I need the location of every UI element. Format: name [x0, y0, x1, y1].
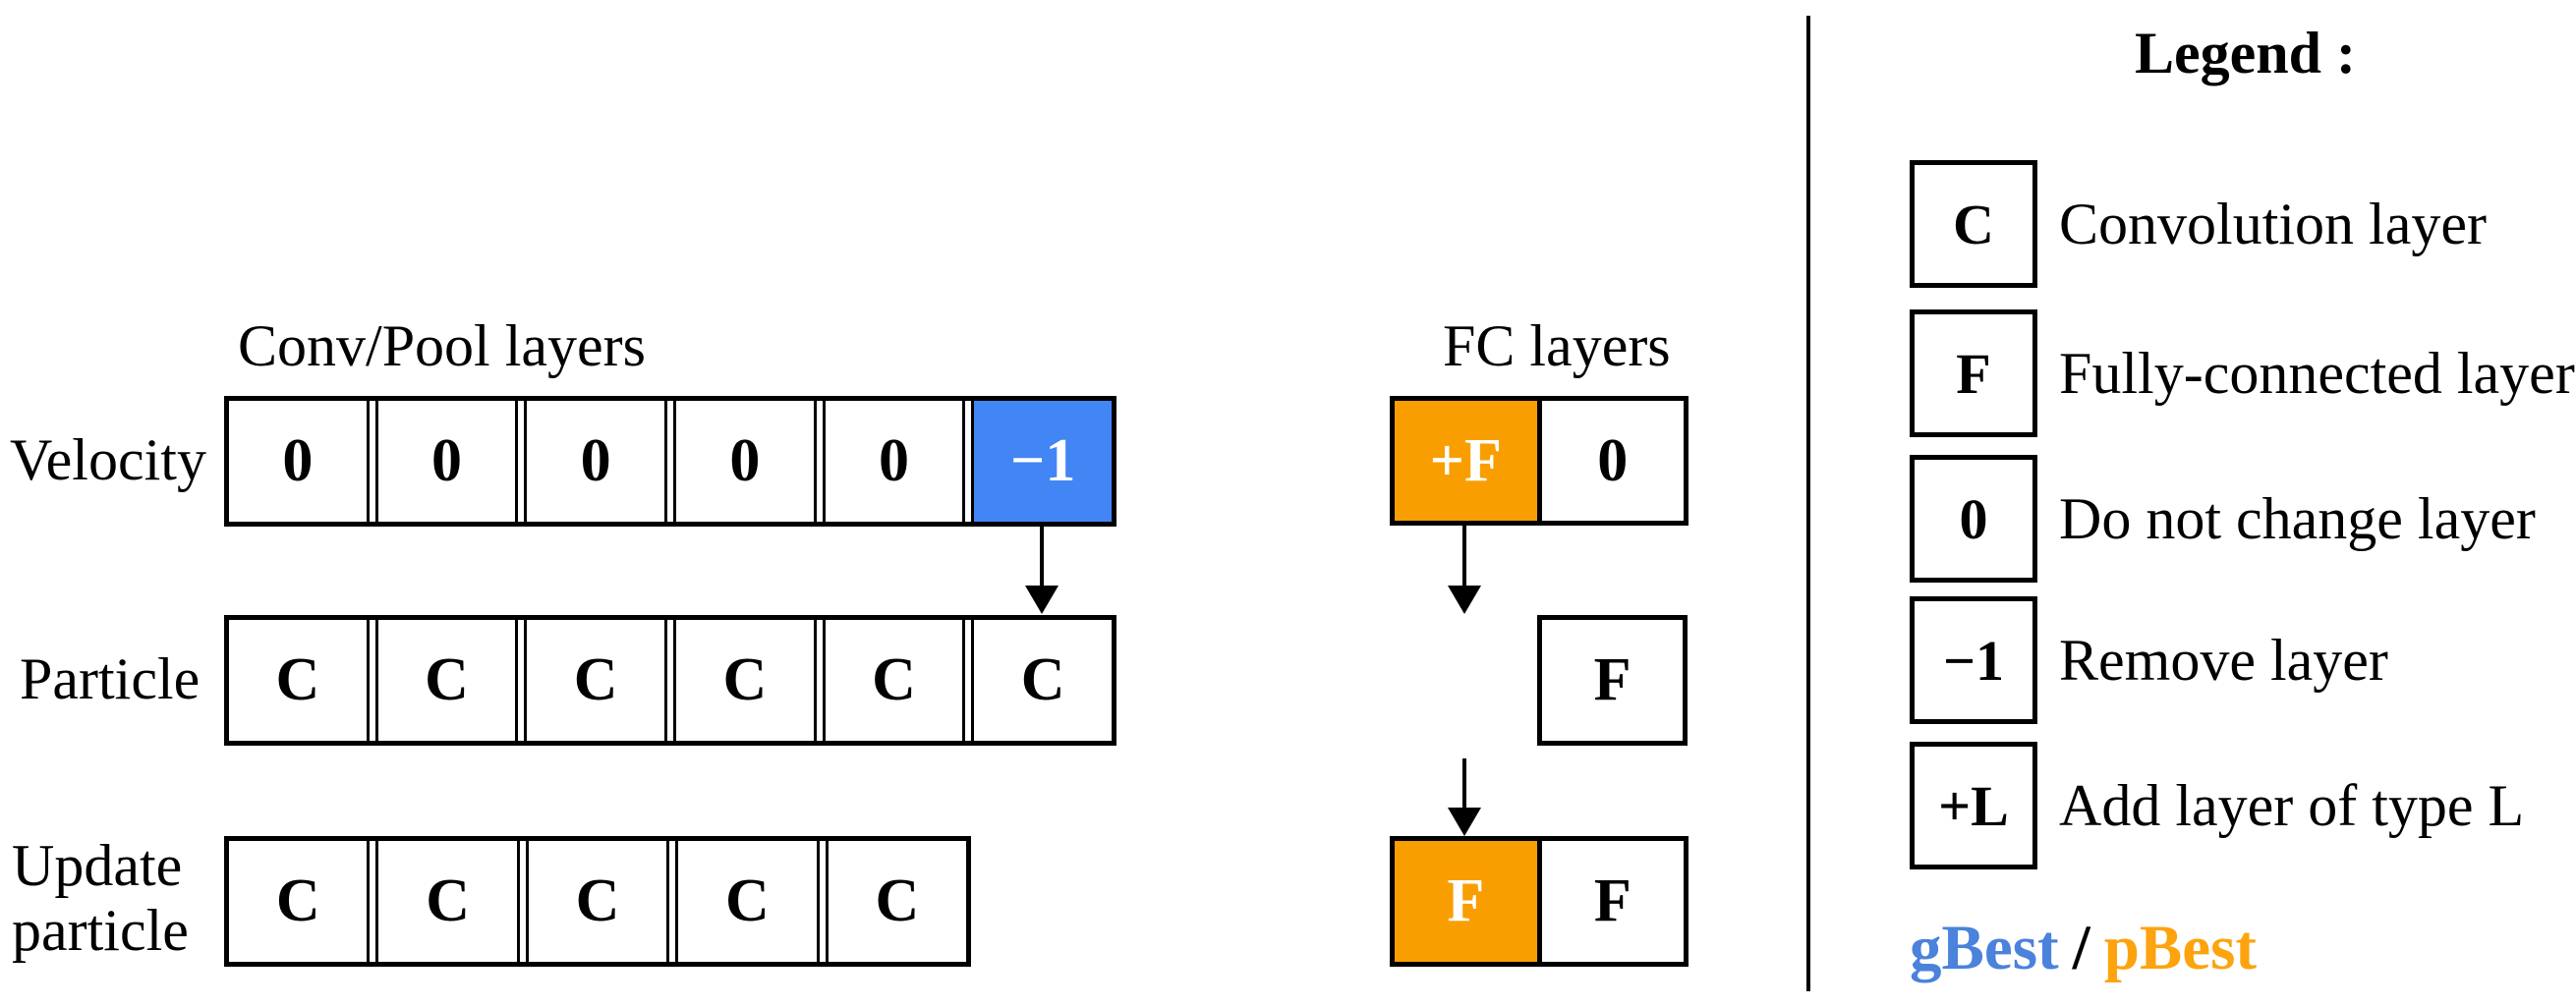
- fc-update-cell-pbest-highlight: F: [1395, 841, 1537, 962]
- conv-particle-row: C C C C C C: [224, 615, 1116, 746]
- legend-item-add-layer: +L Add layer of type L: [1910, 742, 2524, 869]
- conv-velocity-row: 0 0 0 0 0 −1: [224, 396, 1116, 527]
- vertical-divider-line: [1806, 16, 1810, 991]
- legend-symbol-box: C: [1910, 160, 2037, 288]
- legend-item-remove-layer: −1 Remove layer: [1910, 596, 2388, 724]
- fc-velocity-cell-pbest-highlight: +F: [1395, 401, 1537, 521]
- velocity-cell: 0: [374, 401, 519, 522]
- legend-symbol-box: F: [1910, 309, 2037, 437]
- velocity-cell: 0: [524, 401, 668, 522]
- arrow-stem: [1462, 758, 1466, 808]
- velocity-cell-gbest-highlight: −1: [971, 401, 1113, 522]
- particle-cell: C: [229, 620, 370, 741]
- gbest-label: gBest: [1910, 913, 2059, 983]
- velocity-cell: 0: [229, 401, 370, 522]
- arrow-head: [1448, 808, 1481, 836]
- legend-item-label: Add layer of type L: [2059, 772, 2525, 838]
- legend-item-convolution: C Convolution layer: [1910, 160, 2487, 288]
- legend-item-label: Remove layer: [2059, 627, 2388, 693]
- legend-symbol-box: −1: [1910, 596, 2037, 724]
- particle-row-label: Particle: [20, 646, 200, 711]
- update-cell: C: [375, 841, 520, 962]
- particle-cell: C: [673, 620, 817, 741]
- conv-pool-section-title: Conv/Pool layers: [238, 313, 646, 378]
- arrow-stem: [1040, 526, 1044, 586]
- fc-velocity-cell: 0: [1536, 401, 1684, 521]
- update-cell: C: [675, 841, 820, 962]
- fc-update-cell: F: [1536, 841, 1684, 962]
- particle-cell: C: [822, 620, 966, 741]
- arrow-stem: [1462, 524, 1466, 586]
- update-particle-row-label: Update particle: [12, 833, 189, 963]
- slash-separator: /: [2072, 913, 2090, 983]
- arrow-head: [1025, 586, 1059, 614]
- fc-particle-cell: F: [1537, 615, 1688, 746]
- update-particle-label-line2: particle: [12, 898, 189, 963]
- legend-title: Legend :: [2135, 21, 2356, 85]
- arrow-head: [1448, 586, 1481, 614]
- update-cell: C: [229, 841, 371, 962]
- legend-item-fully-connected: F Fully-connected layer: [1910, 309, 2575, 437]
- gbest-pbest-color-key: gBest/pBest: [1910, 912, 2257, 985]
- legend-item-label: Fully-connected layer: [2059, 340, 2575, 406]
- update-cell: C: [525, 841, 670, 962]
- legend-item-label: Convolution layer: [2059, 191, 2487, 256]
- fc-section-title: FC layers: [1443, 313, 1671, 378]
- velocity-row-label: Velocity: [10, 427, 206, 492]
- velocity-cell: 0: [673, 401, 817, 522]
- update-cell: C: [825, 841, 967, 962]
- legend-item-label: Do not change layer: [2059, 485, 2536, 551]
- fc-update-particle-row: F F: [1390, 836, 1689, 967]
- legend-item-no-change: 0 Do not change layer: [1910, 455, 2536, 583]
- particle-cell: C: [374, 620, 519, 741]
- fc-velocity-row: +F 0: [1390, 396, 1689, 526]
- legend-symbol-box: 0: [1910, 455, 2037, 583]
- pbest-label: pBest: [2103, 913, 2258, 983]
- legend-symbol-box: +L: [1910, 742, 2037, 869]
- velocity-cell: 0: [822, 401, 966, 522]
- update-particle-label-line1: Update: [12, 833, 183, 898]
- conv-update-particle-row: C C C C C: [224, 836, 971, 967]
- particle-cell: C: [524, 620, 668, 741]
- particle-cell: C: [971, 620, 1113, 741]
